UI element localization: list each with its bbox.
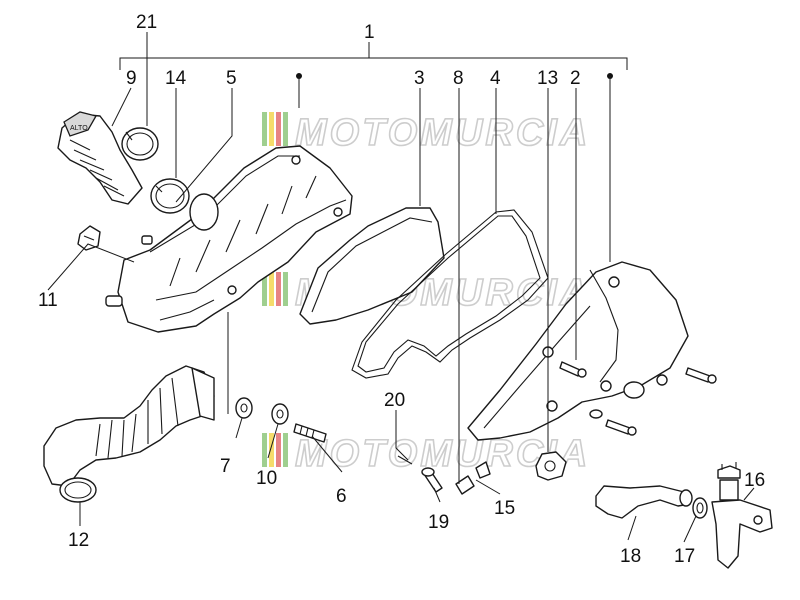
intake-hose: ALTO [57,111,143,205]
callout-3: 3 [414,68,425,89]
callout-5: 5 [226,68,237,89]
callout-15: 15 [494,498,515,519]
hose-clamp-17 [692,497,708,519]
air-box-cover [467,261,689,441]
cover-screw-right [685,367,717,384]
callout-16: 16 [744,470,765,491]
air-box-gasket [351,209,549,379]
breather-valve [711,462,773,569]
hose-clamp-21 [121,127,159,161]
callout-6: 6 [336,486,347,507]
assembly-bracket [119,42,628,262]
callout-2: 2 [570,68,581,89]
sleeve-15 [455,461,491,495]
pin-20 [397,455,413,465]
cover-screw-lower [589,409,637,436]
callout-10: 10 [256,468,277,489]
leader-lines [47,32,755,543]
drain-knob [535,451,567,481]
lower-intake-duct [43,365,215,487]
callout-18: 18 [620,546,641,567]
callout-12: 12 [68,530,89,551]
watermark-top: MOTOMURCIA [262,111,590,155]
callout-1: 1 [364,22,375,43]
callout-17: 17 [674,546,695,567]
callout-4: 4 [490,68,501,89]
callout-19: 19 [428,512,449,533]
callout-8: 8 [453,68,464,89]
retaining-clip [77,225,101,251]
hose-clamp-12 [59,477,97,503]
callout-21: 21 [136,12,157,33]
callout-labels: 1 21 9 14 5 3 8 4 13 2 11 20 7 10 6 19 1… [38,12,765,567]
callout-11: 11 [38,290,58,311]
bolt-6 [293,423,327,443]
callout-9: 9 [126,68,137,89]
air-box-housing [105,145,353,333]
svg-text:ALTO: ALTO [70,125,88,132]
callout-20: 20 [384,390,405,411]
washer-7 [235,397,253,419]
cover-screw-2 [559,361,587,378]
air-filter-element [299,207,445,325]
hose-clamp-14 [150,178,190,214]
breather-hose [595,485,693,519]
watermark-text-top: MOTOMURCIA [295,112,590,154]
callout-13: 13 [537,68,558,89]
callout-14: 14 [165,68,187,89]
callout-7: 7 [220,456,231,477]
washer-10 [271,403,289,425]
